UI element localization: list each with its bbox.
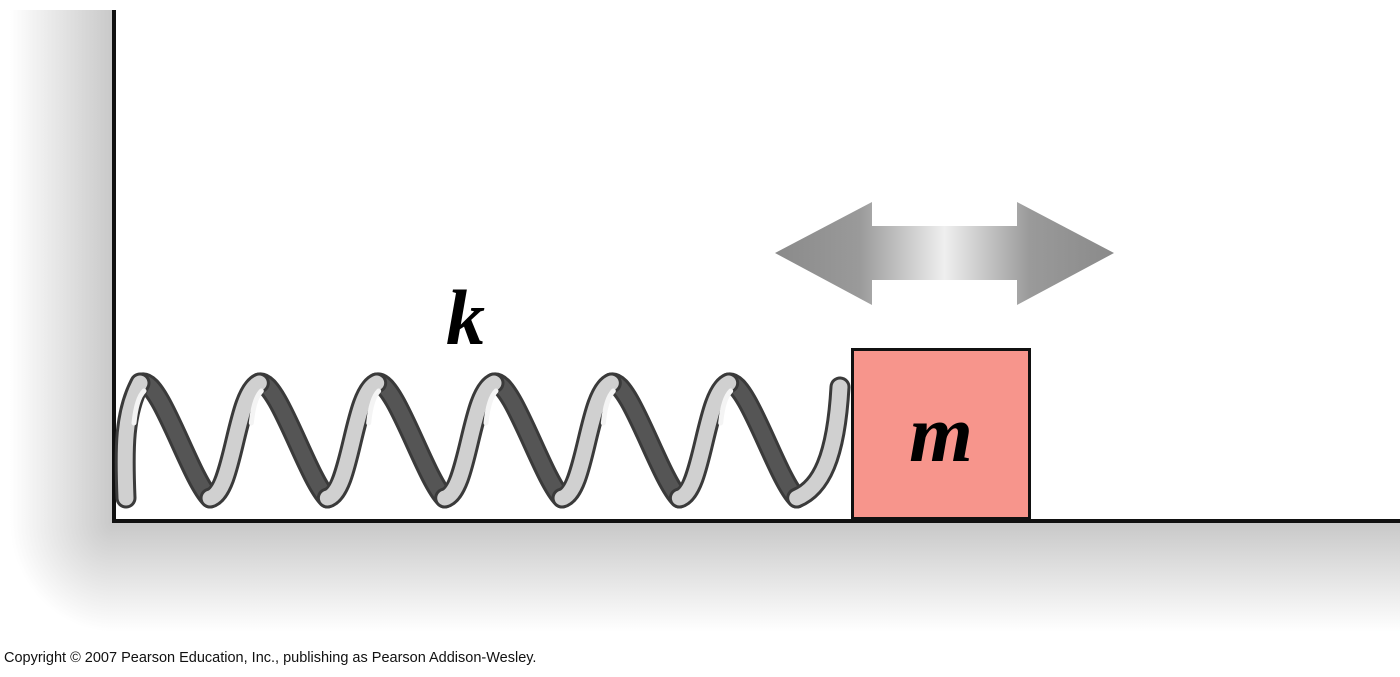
- spring-highlight: [366, 388, 382, 426]
- spring-front-strand: [671, 375, 737, 506]
- double-headed-arrow-icon: [775, 202, 1114, 305]
- spring-front-strand: [202, 375, 267, 506]
- spring-back-strand: [721, 375, 805, 506]
- spring-back-strand: [369, 375, 453, 506]
- spring-back-strand: [134, 375, 218, 506]
- spring-front-strand: [789, 379, 848, 506]
- spring-back-strand: [603, 375, 687, 506]
- wall-shadow: [10, 10, 114, 522]
- spring-highlight: [483, 388, 499, 426]
- spring-back-strand: [251, 375, 335, 506]
- spring-front-strand: [437, 375, 502, 506]
- mass-block: m: [851, 348, 1031, 520]
- spring-highlight: [718, 388, 734, 426]
- spring-front-strand: [319, 375, 385, 506]
- spring-back-strand: [486, 375, 570, 506]
- spring-front-strand: [117, 375, 148, 506]
- spring-front-strand: [554, 375, 619, 506]
- corner-shadow: [10, 522, 114, 632]
- spring: [114, 372, 851, 509]
- mass-label: m: [909, 388, 973, 479]
- spring-highlight: [248, 388, 264, 426]
- spring-highlight: [600, 388, 616, 426]
- spring-constant-label: k: [446, 274, 485, 361]
- spring-highlight: [131, 388, 147, 426]
- copyright-notice: Copyright © 2007 Pearson Education, Inc.…: [4, 650, 537, 666]
- floor-shadow: [114, 522, 1400, 632]
